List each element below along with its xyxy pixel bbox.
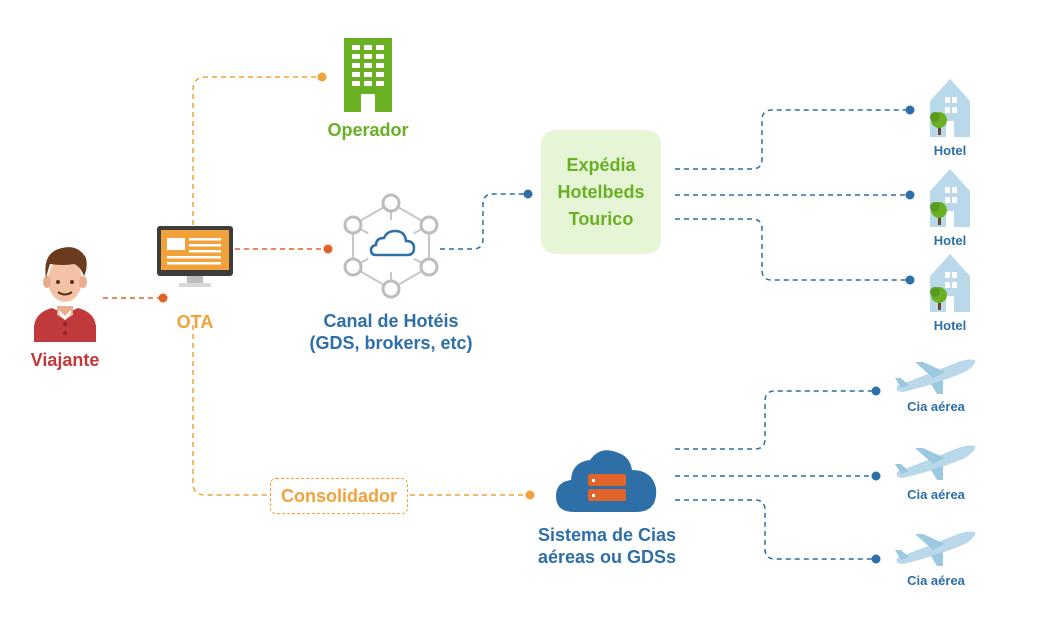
cia-label-1: Cia aérea xyxy=(907,399,965,414)
connector-dot xyxy=(158,293,168,303)
sistema-label-line1: Sistema de Cias xyxy=(537,525,677,545)
operador-label: Operador xyxy=(327,120,409,140)
connector-dot xyxy=(905,190,915,200)
connector-dot xyxy=(905,105,915,115)
provedor-tourico: Tourico xyxy=(568,209,634,229)
connector-dot xyxy=(317,72,327,82)
canal-label-line2: (GDS, brokers, etc) xyxy=(309,333,473,353)
provedor-expedia: Expédia xyxy=(566,155,636,175)
airplane-icon xyxy=(895,359,976,394)
connector-dot xyxy=(323,244,333,254)
consolidador-label: Consolidador xyxy=(281,486,397,506)
sistema-label-line2: aéreas ou GDSs xyxy=(537,547,677,567)
connector-ota-operador xyxy=(192,76,322,225)
canal-label: Canal de Hotéis (GDS, brokers, etc) xyxy=(291,310,491,354)
person-icon xyxy=(34,247,96,342)
connector-dot xyxy=(871,554,881,564)
connector-sistema-cia-3 xyxy=(675,499,876,560)
hotel-icon xyxy=(930,79,970,137)
provedor-hotelbeds: Hotelbeds xyxy=(557,182,645,202)
connector-provedores-hotel-1 xyxy=(675,109,910,170)
canal-label-line1: Canal de Hotéis xyxy=(323,311,459,331)
connector-canal-provedores xyxy=(440,193,528,250)
ota-label: OTA xyxy=(176,312,214,332)
connector-dot xyxy=(905,275,915,285)
network-cloud-icon xyxy=(343,193,439,299)
airplane-icon xyxy=(895,445,976,480)
sistema-label: Sistema de Cias aéreas ou GDSs xyxy=(517,524,697,568)
provedores-label: Expédia Hotelbeds Tourico xyxy=(541,152,661,233)
cloud-server-icon xyxy=(556,450,657,512)
connector-dot xyxy=(871,386,881,396)
monitor-icon xyxy=(157,226,233,287)
connector-sistema-cia-1 xyxy=(675,390,876,450)
cia-label-3: Cia aérea xyxy=(907,573,965,588)
building-icon xyxy=(344,38,392,112)
airplane-icon xyxy=(895,531,976,566)
connector-dot xyxy=(525,490,535,500)
connector-ota-consolidador xyxy=(192,325,270,496)
consolidador-box xyxy=(270,478,408,514)
hotel-icon xyxy=(930,169,970,227)
connector-dot xyxy=(523,189,533,199)
hotel-label-3: Hotel xyxy=(933,318,967,333)
hotel-label-2: Hotel xyxy=(933,233,967,248)
viajante-label: Viajante xyxy=(30,350,100,370)
hotel-icon xyxy=(930,254,970,312)
connector-provedores-hotel-3 xyxy=(675,218,910,281)
connector-dot xyxy=(871,471,881,481)
provedores-box xyxy=(541,130,661,254)
hotel-label-1: Hotel xyxy=(933,143,967,158)
cia-label-2: Cia aérea xyxy=(907,487,965,502)
